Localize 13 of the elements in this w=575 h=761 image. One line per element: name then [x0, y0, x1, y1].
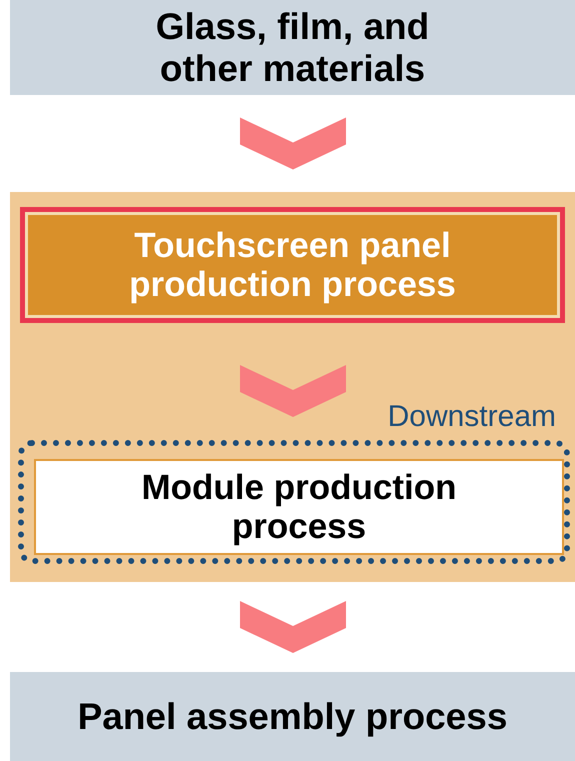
material-box — [10, 0, 575, 95]
process-box — [20, 207, 565, 323]
process-label: Glass, film, and other materials — [154, 6, 430, 89]
group-heading: Downstream — [388, 400, 556, 434]
process-box — [10, 672, 575, 761]
chevron-arrow — [240, 118, 346, 170]
process-label: Touchscreen panel production process — [128, 226, 457, 304]
background-panel — [10, 192, 575, 582]
process-label: Panel assembly process — [76, 696, 508, 738]
chevron-arrow — [240, 365, 346, 417]
chevron-arrow — [240, 601, 346, 653]
process-box — [34, 459, 564, 555]
process-label: Module production process — [140, 468, 458, 546]
